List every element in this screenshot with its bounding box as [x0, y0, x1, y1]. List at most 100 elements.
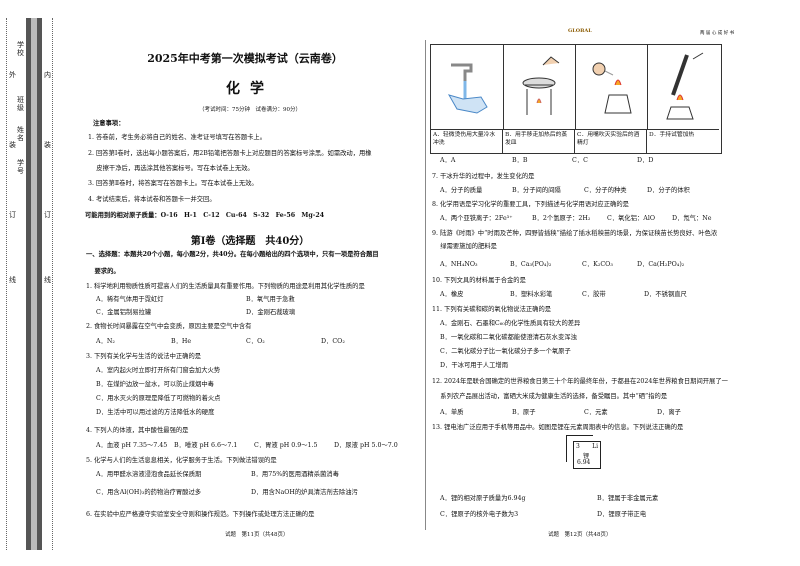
field-label-5: 姓	[17, 126, 24, 134]
q11-stem: 11. 下列有关碳和碳的氧化物说法正确的是	[432, 306, 552, 313]
column-divider	[425, 40, 426, 530]
q4-opt-b: B．唾液 pH 6.6～7.1	[174, 442, 238, 449]
q10-stem: 10. 下列文具的材料属于合金的是	[432, 277, 526, 284]
q9-stem-cont: 绿需要施加的肥料是	[432, 243, 497, 250]
q6-image-table: A．轻微烫伤用大量冷水冲洗 B．用手移走加热后的蒸发皿 C．用嘴吹灭实验后的酒精…	[430, 44, 722, 154]
atomic-number: 3	[576, 443, 580, 450]
section-intro-2: 要求的。	[86, 268, 120, 275]
q1-stem: 1. 科学地利用物质性质可提高人们的生活质量具有重要作用。下列物质的用途是利用其…	[86, 283, 365, 290]
q3-opt-c: C．用水灭火的原理是降低了可燃物的着火点	[96, 395, 221, 402]
q6-caption-d: D．手持试管加热	[647, 129, 719, 153]
exam-meta: （考试时间：75分钟 试卷满分：90分）	[199, 107, 301, 113]
q12-opt-c: C．元素	[584, 409, 608, 416]
q11-opt-d: D．干冰可用于人工增雨	[440, 362, 509, 369]
q6-stem: 6. 在实验中应严格遵守实验室安全守则和操作规范。下列操作或处理方法正确的是	[86, 511, 315, 518]
q3-stem: 3. 下列有关化学与生活的说法中正确的是	[86, 353, 202, 360]
q9-opt-a: A．NH₄NO₃	[440, 261, 478, 268]
field-label-4: 级	[17, 104, 24, 112]
q10-opt-a: A．橡皮	[440, 291, 464, 298]
q7-opt-a: A．分子的质量	[440, 187, 483, 194]
q5-opt-a: A．用甲醛水溶液浸泡食品延长保质期	[96, 471, 202, 478]
q7-opt-b: B．分子间的间隔	[512, 187, 561, 194]
q7-opt-d: D．分子的体积	[647, 187, 690, 194]
notes-heading: 注意事项：	[93, 120, 125, 127]
q13-stem: 13. 锂电池广泛应用于手机等用品中。如图是锂在元素周期表中的信息。下列说法正确…	[432, 424, 684, 431]
q10-opt-c: C．胶带	[582, 291, 606, 298]
q9-opt-d: D．Ca(H₂PO₄)₂	[637, 261, 685, 268]
evaporating-dish-icon	[522, 56, 560, 115]
q6-opt-c: C．C	[572, 157, 588, 164]
q9-stem: 9. 陆游《时雨》中“时雨及芒种，四野皆插秧”描绘了插水稻秧苗的场景，为保证秧苗…	[432, 230, 718, 237]
q6-image-d	[647, 45, 719, 129]
alcohol-lamp-icon	[592, 62, 632, 114]
q13-opt-a: A．锂的相对原子质量为6.94g	[440, 495, 526, 502]
q10-opt-b: B．塑料水彩笔	[510, 291, 553, 298]
atomic-masses: 可能用到的相对原子质量：O-16 H-1 C-12 Cu-64 S-32 Fe-…	[85, 212, 325, 219]
q2-stem: 2. 食物长时间暴露在空气中会变质，原因主要是空气中含有	[86, 323, 252, 330]
q6-opt-b: B．B	[512, 157, 528, 164]
q2-opt-b: B．He	[171, 338, 192, 345]
q4-stem: 4. 下列人的体液，其中酸性最强的是	[86, 427, 189, 434]
q8-opt-d: D．氖气：Ne	[672, 215, 712, 222]
q1-opt-a: A．稀有气体用于霓虹灯	[96, 296, 164, 303]
field-label-8: 号	[17, 167, 24, 175]
q3-opt-a: A．室内起火时立即打开所有门窗会加大火势	[96, 367, 221, 374]
q8-opt-c: C．氧化铝：AlO	[607, 215, 656, 222]
binding-bar-inner	[31, 18, 37, 550]
dotted-line-inner	[52, 18, 53, 550]
footer-left: 试题 第11页（共48页）	[225, 532, 289, 538]
q7-opt-c: C．分子的种类	[584, 187, 627, 194]
outer-label-4: 线	[9, 276, 16, 284]
note-1: 1. 答卷前，考生务必将自己的姓名、准考证号填写在答题卡上。	[88, 134, 267, 141]
inner-label-3: 订	[44, 211, 51, 219]
dotted-line-outer	[6, 18, 7, 550]
field-label-2: 校	[17, 49, 24, 57]
inner-label-2: 装	[44, 141, 51, 149]
q8-opt-b: B．2个氢原子：2H₂	[532, 215, 591, 222]
field-label-3: 班	[17, 96, 24, 104]
q1-opt-c: C．金属铝制易拉罐	[96, 309, 152, 316]
q2-opt-d: D．CO₂	[321, 338, 345, 345]
q4-opt-d: D．尿液 pH 5.0～7.0	[334, 442, 398, 449]
q5-opt-d: D．用含NaOH的炉具清洁剂去除油污	[251, 489, 358, 496]
footer-right: 试题 第12页（共48页）	[548, 532, 612, 538]
q6-opt-a: A．A	[440, 157, 456, 164]
section-intro-1: 一、选择题：本题共20个小题，每小题2分，共40分。在每小题给出的四个选项中，只…	[86, 251, 379, 258]
binding-strip: 外 装 订 线 内 装 订 线 学 校 班 级 姓 名 学 号	[0, 0, 56, 566]
top-right-text: 两 届 心 成 好 书	[700, 31, 735, 36]
q5-opt-b: B．用75%的医用酒精杀菌消毒	[251, 471, 339, 478]
note-2-cont: 皮擦干净后，再选涂其他答案标号。写在本试卷上无效。	[88, 165, 254, 172]
q12-opt-a: A．单质	[440, 409, 464, 416]
q6-image-b	[503, 45, 576, 129]
q3-opt-b: B．在煤炉边放一盆水，可以防止煤烟中毒	[96, 381, 214, 388]
q5-opt-c: C．用含Al(OH)₃的药物治疗胃酸过多	[96, 489, 202, 496]
q6-caption-a: A．轻微烫伤用大量冷水冲洗	[431, 129, 503, 153]
q13-opt-c: C．锂原子的核外电子数为3	[440, 511, 519, 518]
q4-opt-a: A．血液 pH 7.35～7.45	[96, 442, 168, 449]
field-label-7: 学	[17, 159, 24, 167]
atomic-mass: 6.94	[577, 459, 591, 466]
q8-stem: 8. 化学用语是学习化学的重要工具，下列描述与化学用语对应正确的是	[432, 201, 629, 208]
q13-opt-d: D．锂原子带正电	[597, 511, 647, 518]
q9-opt-c: C．K₂CO₃	[582, 261, 613, 268]
q6-image-a	[431, 45, 504, 129]
outer-label-3: 订	[9, 211, 16, 219]
q11-opt-c: C．二氧化碳分子比一氧化碳分子多一个氧原子	[440, 348, 571, 355]
q5-stem: 5. 化学与人们的生活息息相关，化学服务于生活。下列做法错误的是	[86, 457, 277, 464]
outer-label-1: 外	[9, 71, 16, 79]
q11-opt-b: B．一氧化碳和二氧化碳都能使澄清石灰水变浑浊	[440, 334, 577, 341]
section-title: 第Ⅰ卷（选择题 共40分）	[190, 236, 310, 247]
faucet-hand-icon	[447, 63, 488, 114]
q12-stem: 12. 2024年是联合国确定的世界粮食日第三十个年的最终年份，于都县在2024…	[432, 378, 728, 385]
field-label-1: 学	[17, 41, 24, 49]
q6-opt-d: D．D	[637, 157, 654, 164]
lithium-element-box: 3 Li 锂 6.94	[566, 435, 601, 469]
element-name: 锂	[583, 453, 590, 460]
q1-opt-d: D．金刚石裁玻璃	[246, 309, 296, 316]
q4-opt-c: C．胃液 pH 0.9～1.5	[254, 442, 318, 449]
inner-label-4: 线	[44, 276, 51, 284]
field-label-6: 名	[17, 134, 24, 142]
q12-opt-d: D．离子	[657, 409, 681, 416]
q12-stem-cont: 系列农产品展出活动，富硒大米成为健康生活的选择，备受瞩目。其中“硒”指的是	[432, 393, 668, 400]
q13-opt-b: B．锂属于非金属元素	[597, 495, 659, 502]
